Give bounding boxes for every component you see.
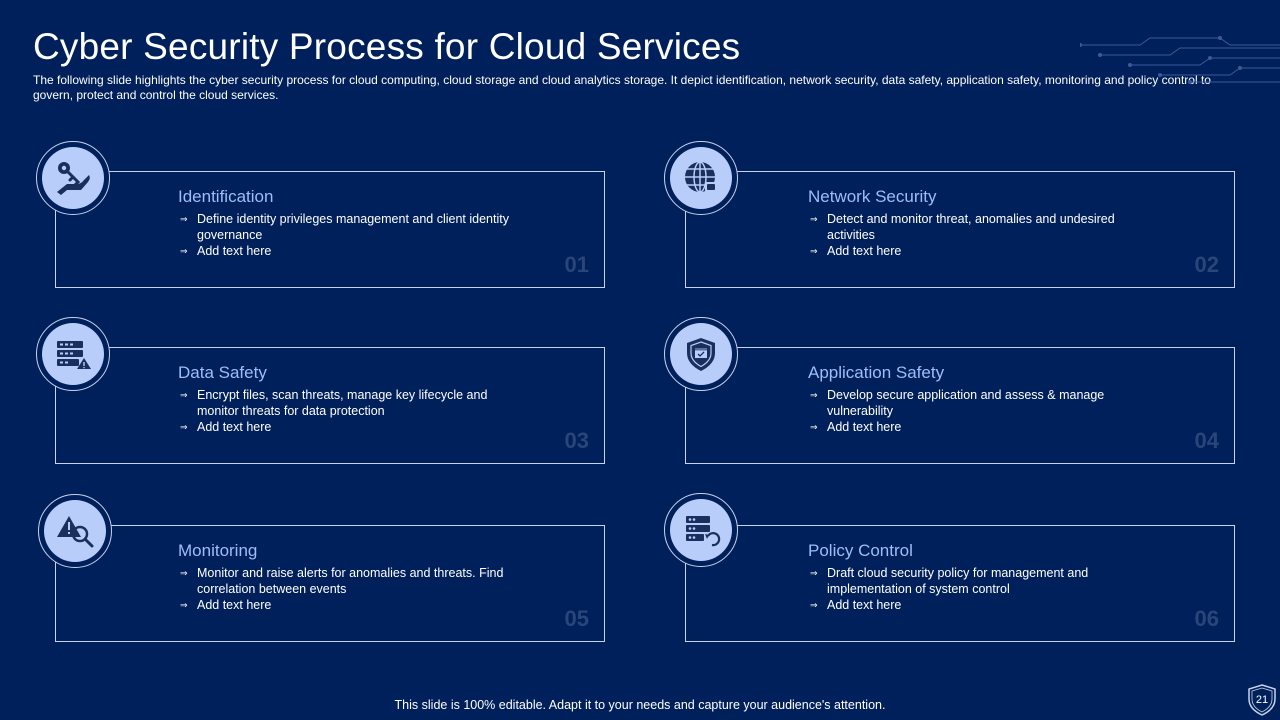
card-point: Add text here [178, 419, 518, 435]
card-points: Develop secure application and assess & … [808, 387, 1148, 435]
card-points: Define identity privileges management an… [178, 211, 518, 259]
globe-lock-icon [685, 161, 717, 193]
card-point: Add text here [178, 243, 518, 259]
card-point: Add text here [178, 597, 518, 613]
card-number: 02 [1194, 252, 1219, 277]
card-point: Add text here [808, 597, 1148, 613]
card-point: Add text here [808, 243, 1148, 259]
card-point: Monitor and raise alerts for anomalies a… [178, 565, 518, 597]
slide-title: Cyber Security Process for Cloud Service… [33, 26, 741, 67]
card-points: Detect and monitor threat, anomalies and… [808, 211, 1148, 259]
icon-ring-policy-control [664, 493, 738, 567]
icon-ring-monitoring [38, 494, 112, 568]
card-title: Policy Control [808, 541, 913, 560]
slide-footer: This slide is 100% editable. Adapt it to… [394, 698, 886, 712]
card-point: Encrypt files, scan threats, manage key … [178, 387, 518, 419]
card-network-security: Network Security Detect and monitor thre… [685, 171, 1235, 288]
shield-badge-icon [1248, 684, 1276, 716]
card-points: Monitor and raise alerts for anomalies a… [178, 565, 518, 613]
card-point: Draft cloud security policy for manageme… [808, 565, 1148, 597]
card-point: Detect and monitor threat, anomalies and… [808, 211, 1148, 243]
alert-search-icon [57, 516, 94, 548]
icon-ring-identification [36, 141, 110, 215]
card-number: 05 [564, 606, 589, 631]
card-number: 04 [1194, 428, 1219, 453]
server-refresh-icon [686, 516, 721, 547]
server-warning-icon [57, 341, 91, 369]
card-application-safety: Application Safety Develop secure applic… [685, 347, 1235, 464]
card-title: Application Safety [808, 363, 945, 382]
card-policy-control: Policy Control Draft cloud security poli… [685, 525, 1235, 642]
icon-ring-network-security [664, 141, 738, 215]
card-monitoring: Monitoring Monitor and raise alerts for … [55, 525, 605, 642]
card-data-safety: Data Safety Encrypt files, scan threats,… [55, 347, 605, 464]
card-point: Develop secure application and assess & … [808, 387, 1148, 419]
slide-subtitle: The following slide highlights the cyber… [33, 73, 1211, 102]
icon-ring-data-safety [36, 317, 110, 391]
card-number: 01 [564, 252, 589, 277]
card-title: Network Security [808, 187, 937, 206]
card-identification: Identification Define identity privilege… [55, 171, 605, 288]
card-title: Identification [178, 187, 274, 206]
shield-app-icon [687, 338, 715, 371]
key-hand-icon [57, 162, 90, 195]
icon-ring-application-safety [664, 317, 738, 391]
card-number: 03 [564, 428, 589, 453]
card-point: Define identity privileges management an… [178, 211, 518, 243]
circuit-decoration-icon [1080, 36, 1280, 84]
card-title: Data Safety [178, 363, 267, 382]
card-points: Draft cloud security policy for manageme… [808, 565, 1148, 613]
page-number: 21 [1255, 694, 1269, 706]
card-number: 06 [1194, 606, 1219, 631]
card-point: Add text here [808, 419, 1148, 435]
card-points: Encrypt files, scan threats, manage key … [178, 387, 518, 435]
card-title: Monitoring [178, 541, 258, 560]
